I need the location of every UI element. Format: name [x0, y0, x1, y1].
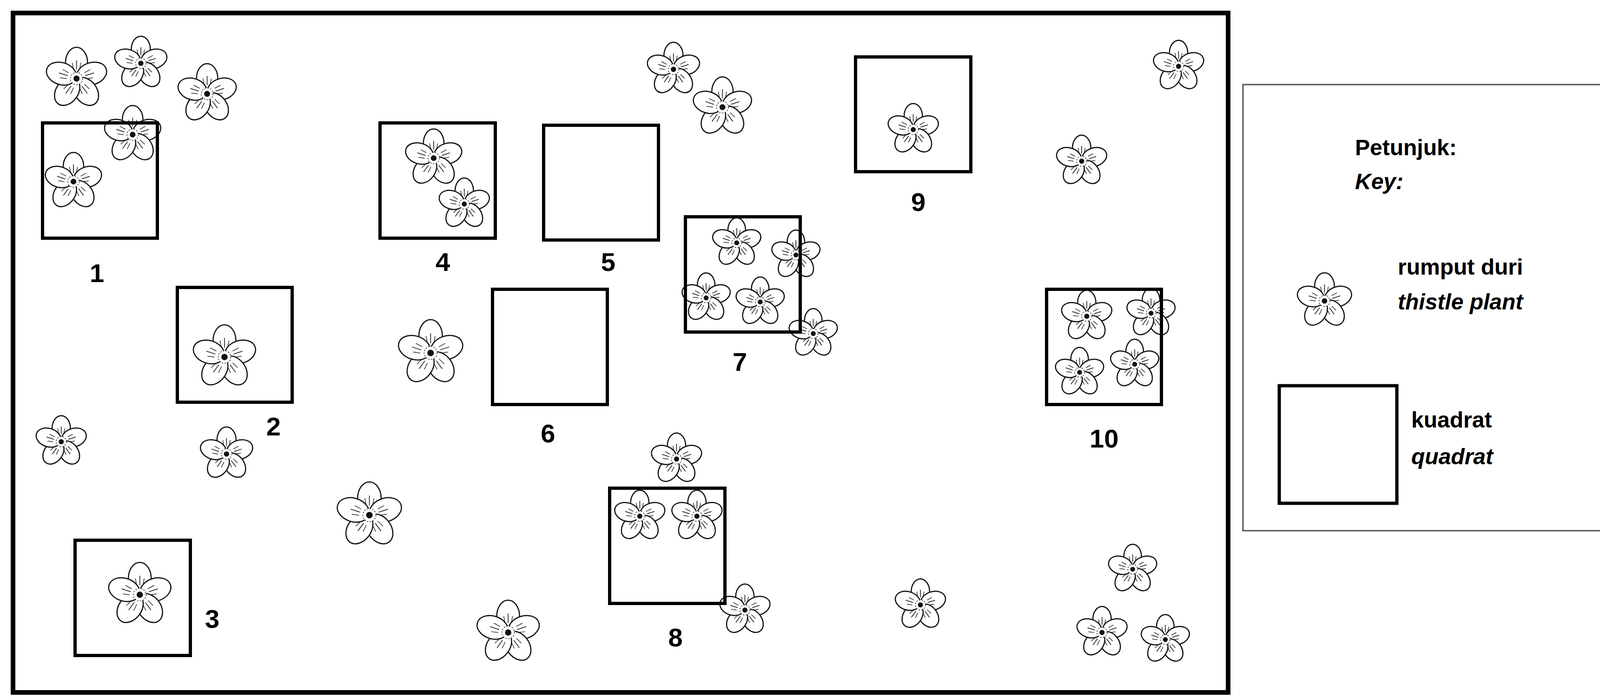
quadrat-sample	[1279, 385, 1397, 504]
thistle-plant	[733, 277, 787, 328]
quadrat: 7	[683, 215, 803, 334]
thistle-plant	[885, 103, 941, 157]
thistle-plant	[1150, 40, 1207, 93]
quadrat: 8	[608, 486, 727, 606]
thistle-plant	[1074, 606, 1130, 660]
quadrat-number: 10	[1089, 425, 1119, 452]
field-border	[13, 13, 1229, 693]
thistle-plant	[43, 47, 110, 111]
thistle-plant	[1294, 272, 1355, 330]
thistle-plant	[786, 308, 840, 359]
thistle-plant	[112, 36, 170, 91]
quadrat: 4	[378, 121, 497, 240]
thistle-plant	[33, 416, 89, 469]
thistle-plant	[42, 152, 105, 212]
legend-text: thistle plant	[1397, 290, 1523, 315]
quadrat: 6	[490, 287, 610, 407]
quadrat-number: 6	[540, 420, 556, 447]
thistle-plant	[1138, 614, 1192, 666]
thistle-plant	[1124, 288, 1178, 339]
quadrat: 1	[40, 121, 160, 240]
quadrat-number: 8	[668, 624, 683, 651]
quadrat: 5	[542, 123, 661, 243]
thistle-plant	[710, 218, 764, 269]
thistle-group	[33, 36, 1355, 666]
thistle-plant	[105, 562, 174, 628]
quadrat-number: 3	[204, 606, 220, 633]
thistle-plant	[101, 105, 164, 165]
thistle-plant	[892, 579, 949, 632]
legend-text: rumput duri	[1397, 255, 1523, 280]
thistle-plant	[690, 77, 755, 139]
thistle-plant	[1054, 135, 1110, 188]
thistle-plant	[1053, 347, 1107, 398]
quadrat-number: 7	[732, 349, 748, 376]
quadrat: 9	[853, 55, 973, 174]
key-heading: Key:	[1355, 169, 1404, 195]
quadrat-number: 2	[266, 413, 281, 440]
quadrat: 3	[73, 538, 192, 658]
thistle-plant	[334, 482, 405, 549]
thistle-plant	[669, 490, 725, 543]
key-heading: Petunjuk:	[1355, 135, 1457, 161]
thistle-plant	[1108, 339, 1162, 390]
thistle-plant	[402, 129, 465, 188]
thistle-plant	[679, 272, 733, 324]
thistle-plant	[1058, 290, 1115, 344]
thistle-plant	[769, 230, 823, 281]
thistle-plant	[1106, 544, 1160, 595]
legend-text: kuadrat	[1411, 408, 1492, 433]
thistle-plant	[436, 178, 492, 231]
key-box	[1242, 84, 1600, 531]
thistle-plant	[190, 324, 259, 391]
quadrat-number: 5	[601, 249, 616, 276]
thistle-plant	[198, 427, 256, 482]
quadrat: 2	[175, 285, 295, 405]
thistle-plant	[648, 433, 705, 486]
thistle-plant	[612, 490, 668, 543]
quadrat: 10	[1044, 287, 1164, 407]
thistle-plant	[474, 600, 543, 666]
thistle-plant	[644, 42, 702, 97]
thistle-plant	[395, 319, 466, 387]
quadrat-number: 9	[911, 189, 926, 216]
quadrat-number: 4	[435, 249, 450, 276]
quadrat-number: 1	[89, 260, 105, 287]
thistle-plant	[175, 63, 240, 125]
legend-text: quadrat	[1411, 444, 1494, 470]
